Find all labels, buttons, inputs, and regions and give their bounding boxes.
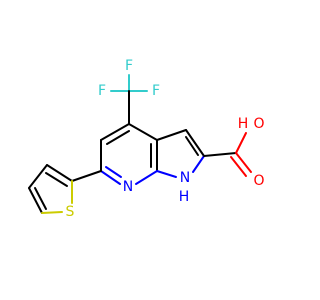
bond-c7a-n7	[135, 170, 158, 185]
atom-f-top: F	[125, 58, 133, 74]
bond-th-c4-c5	[28, 187, 43, 214]
atom-h-hydroxyl: H	[238, 116, 249, 132]
bond-c5-c4	[100, 123, 130, 141]
bond-n7-c6-double	[105, 166, 122, 178]
atom-f-left: F	[98, 83, 106, 99]
atom-o-carbonyl: O	[253, 173, 264, 189]
bond-c5-c4-double	[106, 130, 130, 145]
bond-c2-cooh	[203, 152, 237, 157]
atom-o-hydroxyl: O	[253, 116, 264, 132]
bond-c6-thienyl	[71, 170, 102, 182]
atom-n-pyrrole: N	[180, 170, 190, 186]
atom-h-pyrrole: H	[179, 189, 190, 205]
bond-c3-c2	[185, 129, 205, 157]
bond-th-c3-c4	[28, 164, 48, 189]
bond-c2-n1	[192, 155, 205, 173]
bond-th-c2-c3	[46, 164, 73, 182]
bond-c4-c3a	[128, 123, 158, 141]
bond-n7-c6	[100, 170, 121, 185]
molecule-diagram: F F F H O O N N H S	[28, 58, 265, 220]
atom-s-thiophene: S	[66, 204, 75, 220]
bond-c3-c2-double	[185, 136, 199, 156]
bond-c-oh	[235, 132, 247, 154]
bond-c-o-double-b	[230, 156, 247, 177]
bond-c-o-double-a	[235, 152, 252, 173]
bond-n1-c7a	[156, 170, 177, 178]
atom-n-pyridine: N	[123, 179, 133, 195]
bond-th-c5-s	[41, 211, 63, 214]
bond-th-c4-c5-double	[34, 187, 47, 210]
atom-f-right: F	[152, 83, 160, 99]
bond-th-c2-c3-double	[45, 172, 68, 187]
bond-c3a-c3	[156, 129, 187, 141]
